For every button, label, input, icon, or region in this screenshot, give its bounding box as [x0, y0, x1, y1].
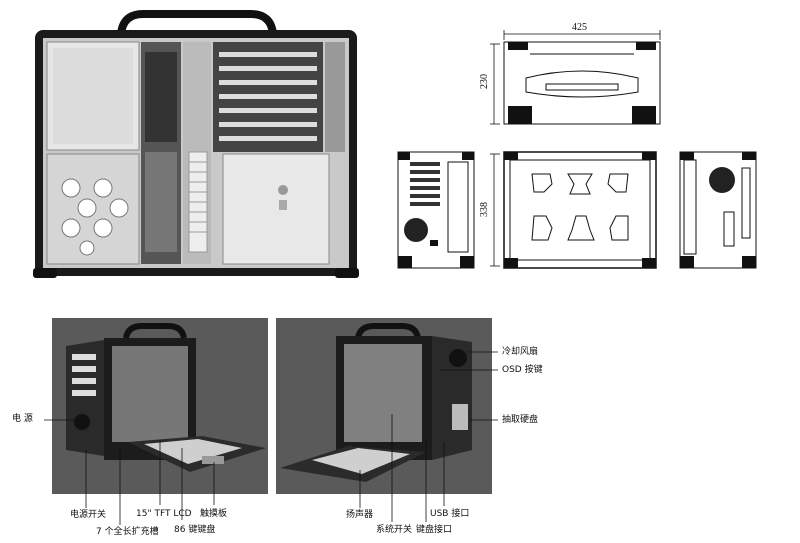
right-side-view-drawing: [676, 148, 760, 272]
label-cooling-fan: 冷却风扇: [502, 347, 539, 357]
front-view-drawing: [490, 148, 660, 272]
dimension-width: 425: [572, 22, 587, 33]
product-photo-right: [276, 318, 492, 494]
label-speaker: 扬声器: [346, 510, 374, 520]
label-power: 电 源: [12, 414, 33, 424]
label-lcd: 15" TFT LCD: [136, 509, 192, 519]
label-removable-hdd: 抽取硬盘: [502, 415, 539, 425]
label-touchpad: 触摸板: [200, 509, 228, 519]
label-osd-buttons: OSD 按键: [502, 365, 543, 375]
label-keyboard-port: 键盘接口: [416, 525, 453, 535]
top-view-drawing: [490, 30, 670, 130]
left-side-view-drawing: [394, 148, 478, 272]
label-power-switch: 电源开关: [70, 510, 107, 520]
label-usb-port: USB 接口: [430, 509, 470, 519]
label-system-switch: 系统开关: [376, 525, 413, 535]
label-keyboard: 86 键键盘: [174, 525, 216, 535]
label-expansion-slots: 7 个全长扩充槽: [96, 527, 159, 537]
chassis-interior-photo: [33, 10, 359, 278]
